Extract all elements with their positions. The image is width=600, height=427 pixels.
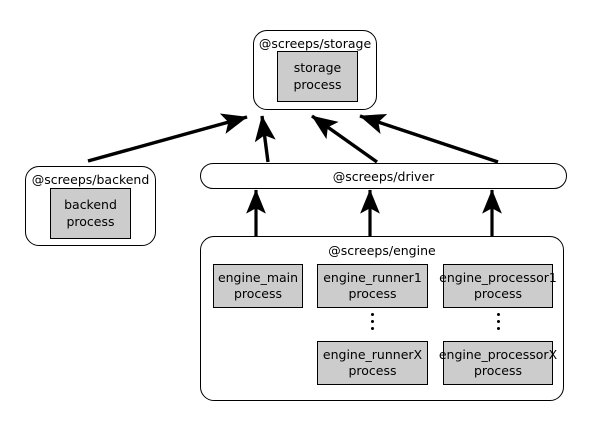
process-engine-processor1[interactable]: engine_processor1 process	[439, 264, 557, 308]
process-engine-processorx-line1: engine_processorX	[438, 346, 558, 362]
process-engine-runnerx-line1: engine_runnerX	[322, 346, 423, 362]
process-engine-processor1-line1: engine_processor1	[439, 269, 557, 285]
edge-driver-to-storage-2	[311, 114, 378, 164]
module-engine-title: @screeps/engine	[328, 243, 436, 258]
process-engine-runnerx-line2: process	[348, 363, 397, 378]
process-engine-runnerx[interactable]: engine_runnerX process	[317, 341, 428, 385]
vertical-ellipsis-processor	[497, 313, 500, 330]
process-backend[interactable]: backend process	[50, 188, 131, 239]
process-backend-line1: backend	[64, 197, 117, 212]
process-storage[interactable]: storage process	[277, 51, 358, 102]
edge-driver-to-storage-1	[254, 115, 276, 163]
process-engine-main-line2: process	[233, 286, 283, 301]
process-engine-runner1-line2: process	[348, 286, 397, 301]
vertical-ellipsis-runner	[371, 313, 374, 330]
edge-driver-to-storage-3	[359, 113, 499, 164]
process-engine-processor1-line2: process	[473, 286, 523, 301]
process-engine-main[interactable]: engine_main process	[213, 264, 303, 308]
process-storage-line1: storage	[293, 60, 342, 75]
module-backend-title: @screeps/backend	[31, 172, 150, 187]
process-engine-processorx-line2: process	[473, 363, 523, 378]
module-screeps-driver[interactable]: @screeps/driver	[200, 163, 567, 189]
process-engine-main-line1: engine_main	[217, 269, 299, 285]
process-engine-runner1[interactable]: engine_runner1 process	[317, 264, 428, 308]
module-driver-title: @screeps/driver	[332, 168, 435, 184]
process-engine-processorx[interactable]: engine_processorX process	[439, 341, 557, 385]
edge-backend-to-storage	[87, 113, 248, 163]
process-engine-runner1-line1: engine_runner1	[323, 269, 422, 285]
module-storage-title: @screeps/storage	[258, 36, 372, 51]
process-storage-line2: process	[293, 76, 342, 92]
process-backend-line2: process	[66, 213, 115, 229]
